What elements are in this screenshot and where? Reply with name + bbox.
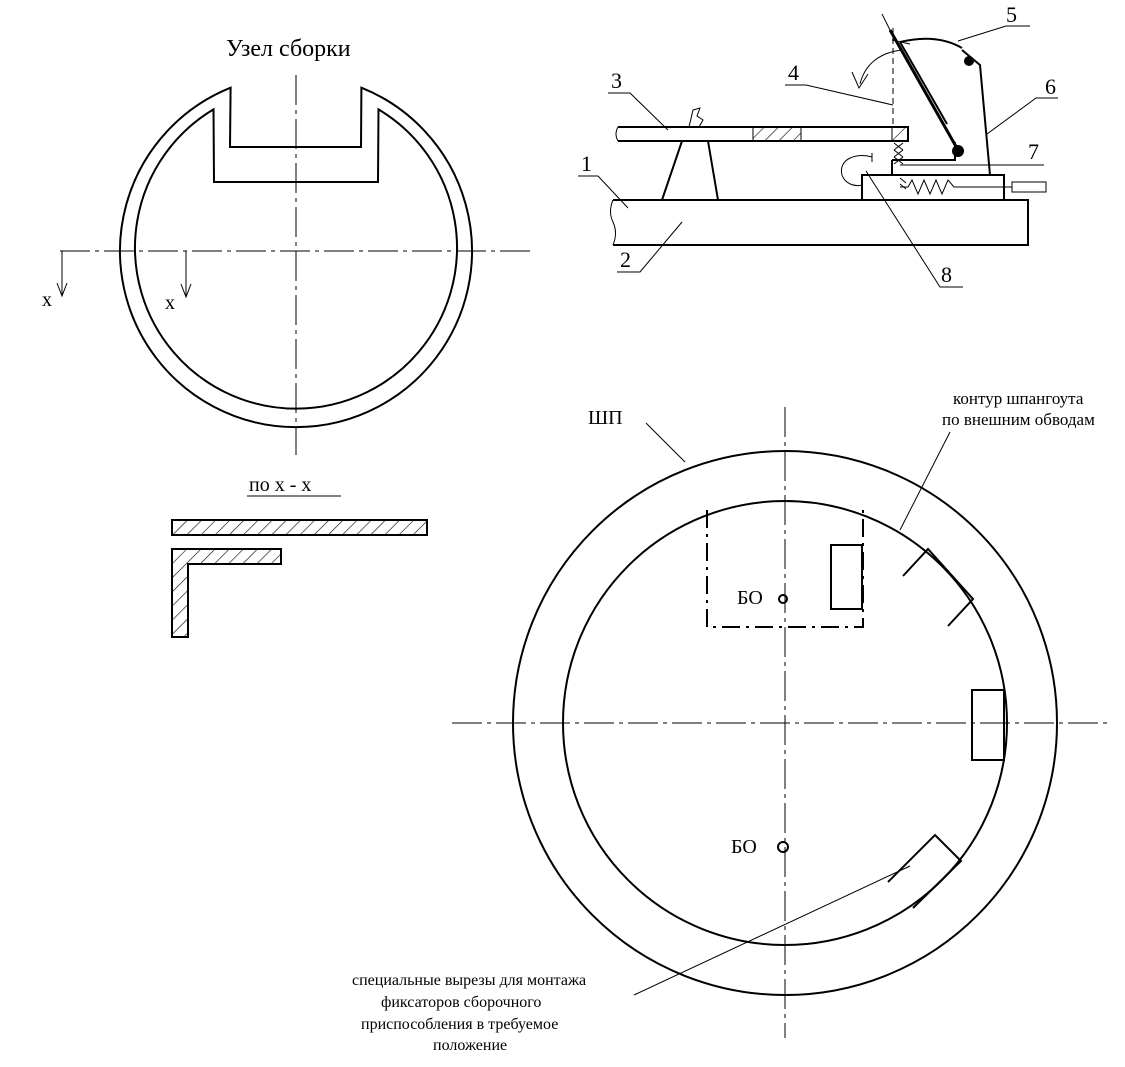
rotation-arrowhead — [851, 71, 869, 90]
section-skin-sheet — [171, 519, 428, 536]
frame-plate-view: БО БО ШП контур шпангоута по внешним обв… — [352, 389, 1110, 1054]
lever-handle-stop — [891, 39, 911, 45]
stop-element — [893, 142, 904, 165]
callout-7: 7 — [1028, 139, 1039, 164]
cutouts-note-line2: фиксаторов сборочного — [381, 994, 541, 1011]
contour-label-leader — [899, 431, 951, 531]
callout-2: 2 — [620, 247, 631, 272]
fixture-part-hatch — [752, 126, 802, 142]
clamp-arm-frame — [899, 37, 963, 125]
fixture-part-break — [615, 126, 619, 142]
section-mark-left: х — [42, 289, 52, 311]
assembly-node-title: Узел сборки — [226, 36, 351, 62]
callout-leader-1 — [578, 175, 629, 209]
base-hole-top — [778, 594, 788, 604]
cutouts-note-line4: положение — [433, 1037, 507, 1054]
fixture-support — [661, 140, 719, 201]
fixture-view: 1 2 3 4 5 6 7 8 — [578, 2, 1058, 288]
callout-3: 3 — [611, 68, 622, 93]
base-hole-top-label: БО — [737, 587, 763, 609]
cutouts-note-line3: приспособления в требуемое — [361, 1016, 558, 1033]
cutouts-note-line1: специальные вырезы для монтажа — [352, 972, 586, 989]
callout-5: 5 — [1006, 2, 1017, 27]
base-hole-bottom-label: БО — [731, 836, 757, 858]
callout-leader-6 — [986, 97, 1058, 135]
fixture-cutout-diagonal-upper — [902, 547, 975, 627]
fixture-cutout-upper — [830, 544, 863, 610]
callout-leader-2 — [617, 221, 683, 273]
assembly-ring-outer — [119, 86, 473, 429]
section-angle-profile — [171, 548, 282, 638]
callout-leader-4 — [785, 84, 894, 106]
callout-leader-3 — [608, 92, 669, 131]
section-arrow-left — [56, 251, 68, 298]
callout-1: 1 — [581, 151, 592, 176]
base-hole-bottom — [777, 841, 789, 853]
clamp-hook — [840, 153, 873, 187]
fixture-base — [613, 199, 1029, 246]
section-mark-right: х — [165, 292, 175, 314]
spring-plunger — [1011, 181, 1047, 193]
cutouts-note-leader — [633, 865, 911, 996]
section-xx-view: по х - х — [171, 474, 428, 638]
rotation-arc — [859, 49, 904, 85]
callout-leader-8 — [865, 170, 963, 288]
clamp-spring — [900, 178, 1012, 196]
fixture-base-break — [610, 199, 616, 246]
lever-tip — [881, 13, 891, 31]
section-arrow-right — [180, 251, 192, 299]
fixture-cutout-right — [971, 689, 1005, 761]
callout-8: 8 — [941, 262, 952, 287]
assembly-ring-inner — [134, 107, 458, 410]
lever-hinge — [964, 56, 974, 66]
lever-pivot — [952, 145, 964, 157]
contour-label-line1: контур шпангоута — [953, 389, 1084, 408]
spring-seat — [899, 177, 907, 190]
assembly-node-view: Узел сборки х х — [42, 36, 535, 455]
callout-6: 6 — [1045, 74, 1056, 99]
fixture-cutout-diagonal-lower — [887, 833, 963, 909]
fixture-part-tab — [688, 107, 704, 128]
callout-4: 4 — [788, 60, 799, 85]
callout-leader-5 — [957, 25, 1030, 42]
plate-label: ШП — [588, 407, 623, 429]
plate-label-leader — [645, 422, 686, 463]
fixture-part-end-hatch — [891, 126, 909, 142]
contour-label-line2: по внешним обводам — [942, 410, 1095, 429]
section-title: по х - х — [249, 474, 311, 496]
